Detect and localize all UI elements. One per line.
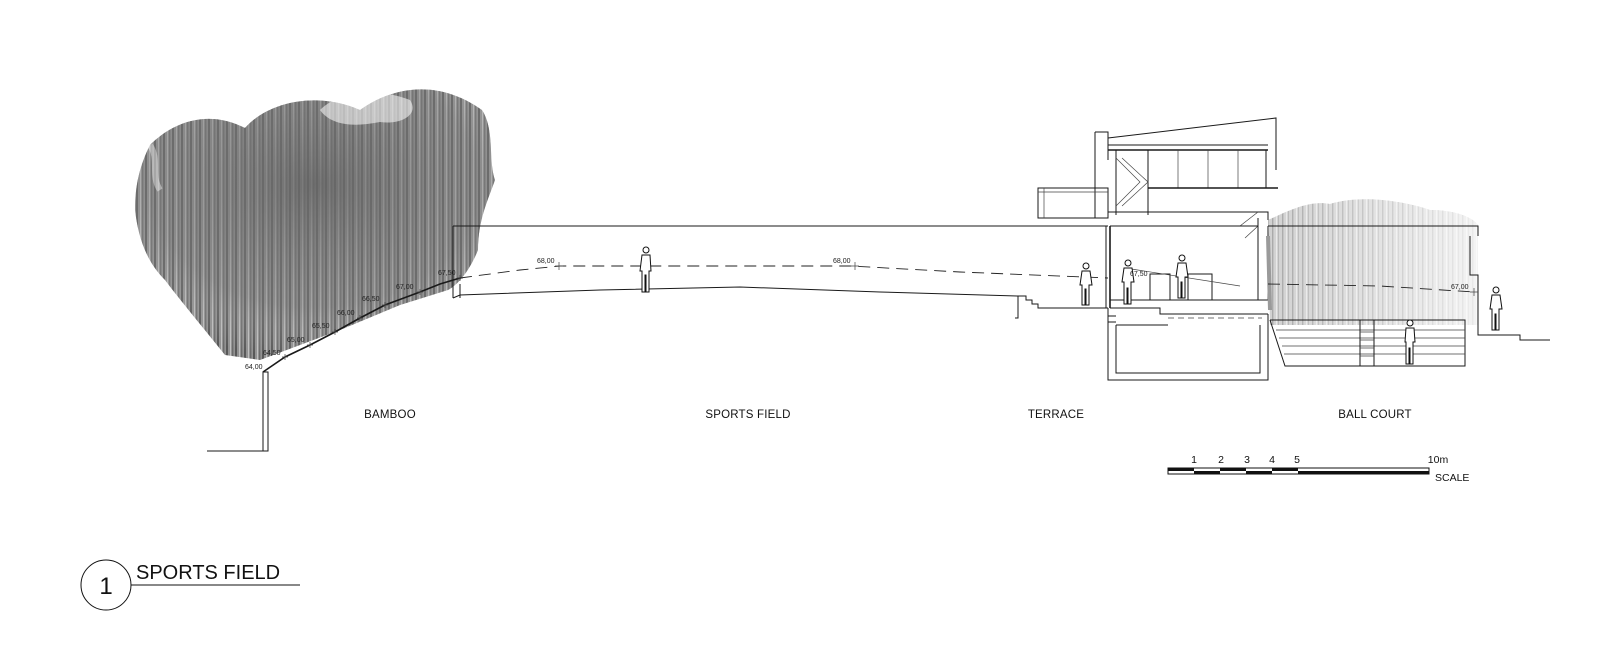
title-block: 1 SPORTS FIELD [80, 559, 300, 611]
ball-court-section [1266, 199, 1550, 367]
bamboo-grove [135, 89, 495, 360]
scale-bar: 1 2 3 4 5 10m SCALE [1167, 454, 1469, 484]
person-figure-terrace-1 [1079, 262, 1093, 306]
elevation-label: 68,00 [833, 258, 851, 265]
elevation-label: 66,00 [337, 310, 355, 317]
elevation-label: 66,50 [362, 296, 380, 303]
person-figure-terrace-2 [1121, 259, 1135, 305]
title-number: 1 [99, 573, 112, 600]
person-figure-right [1489, 286, 1503, 331]
elevation-label: 67,50 [438, 270, 456, 277]
elevation-labels: 64,00 64,50 65,00 65,50 66,00 66,50 67,0… [245, 258, 1469, 371]
scale-tick-label: 4 [1269, 454, 1275, 466]
zone-label-terrace: TERRACE [1028, 409, 1084, 421]
person-figure-court [1404, 319, 1416, 365]
scale-tick-label: 3 [1244, 454, 1250, 466]
scale-tick-label: 1 [1191, 454, 1197, 466]
scale-tick-label: 2 [1218, 454, 1224, 466]
elevation-label: 65,50 [312, 323, 330, 330]
scale-tick-label: 5 [1294, 454, 1300, 466]
zone-label-ball-court: BALL COURT [1338, 409, 1412, 421]
elevation-label: 65,00 [287, 337, 305, 344]
terrace-building [1037, 117, 1278, 381]
terrain-left [207, 275, 463, 452]
zone-label-bamboo: BAMBOO [364, 409, 416, 421]
elevation-label: 67,50 [1130, 271, 1148, 278]
elevation-label: 64,00 [245, 364, 263, 371]
person-figures [639, 246, 1503, 365]
zone-labels: BAMBOO SPORTS FIELD TERRACE BALL COURT [364, 409, 1412, 421]
scale-end-label: 10m [1428, 454, 1449, 466]
scale-label: SCALE [1435, 472, 1469, 484]
zone-label-sports-field: SPORTS FIELD [705, 409, 790, 421]
person-figure-field [639, 246, 652, 293]
person-figure-interior [1175, 254, 1189, 299]
title-text: SPORTS FIELD [136, 562, 280, 584]
elevation-label: 67,00 [396, 284, 414, 291]
elevation-label: 64,50 [263, 350, 281, 357]
sports-field-section [452, 225, 1109, 319]
elevation-label: 67,00 [1451, 284, 1469, 291]
elevation-label: 68,00 [537, 258, 555, 265]
